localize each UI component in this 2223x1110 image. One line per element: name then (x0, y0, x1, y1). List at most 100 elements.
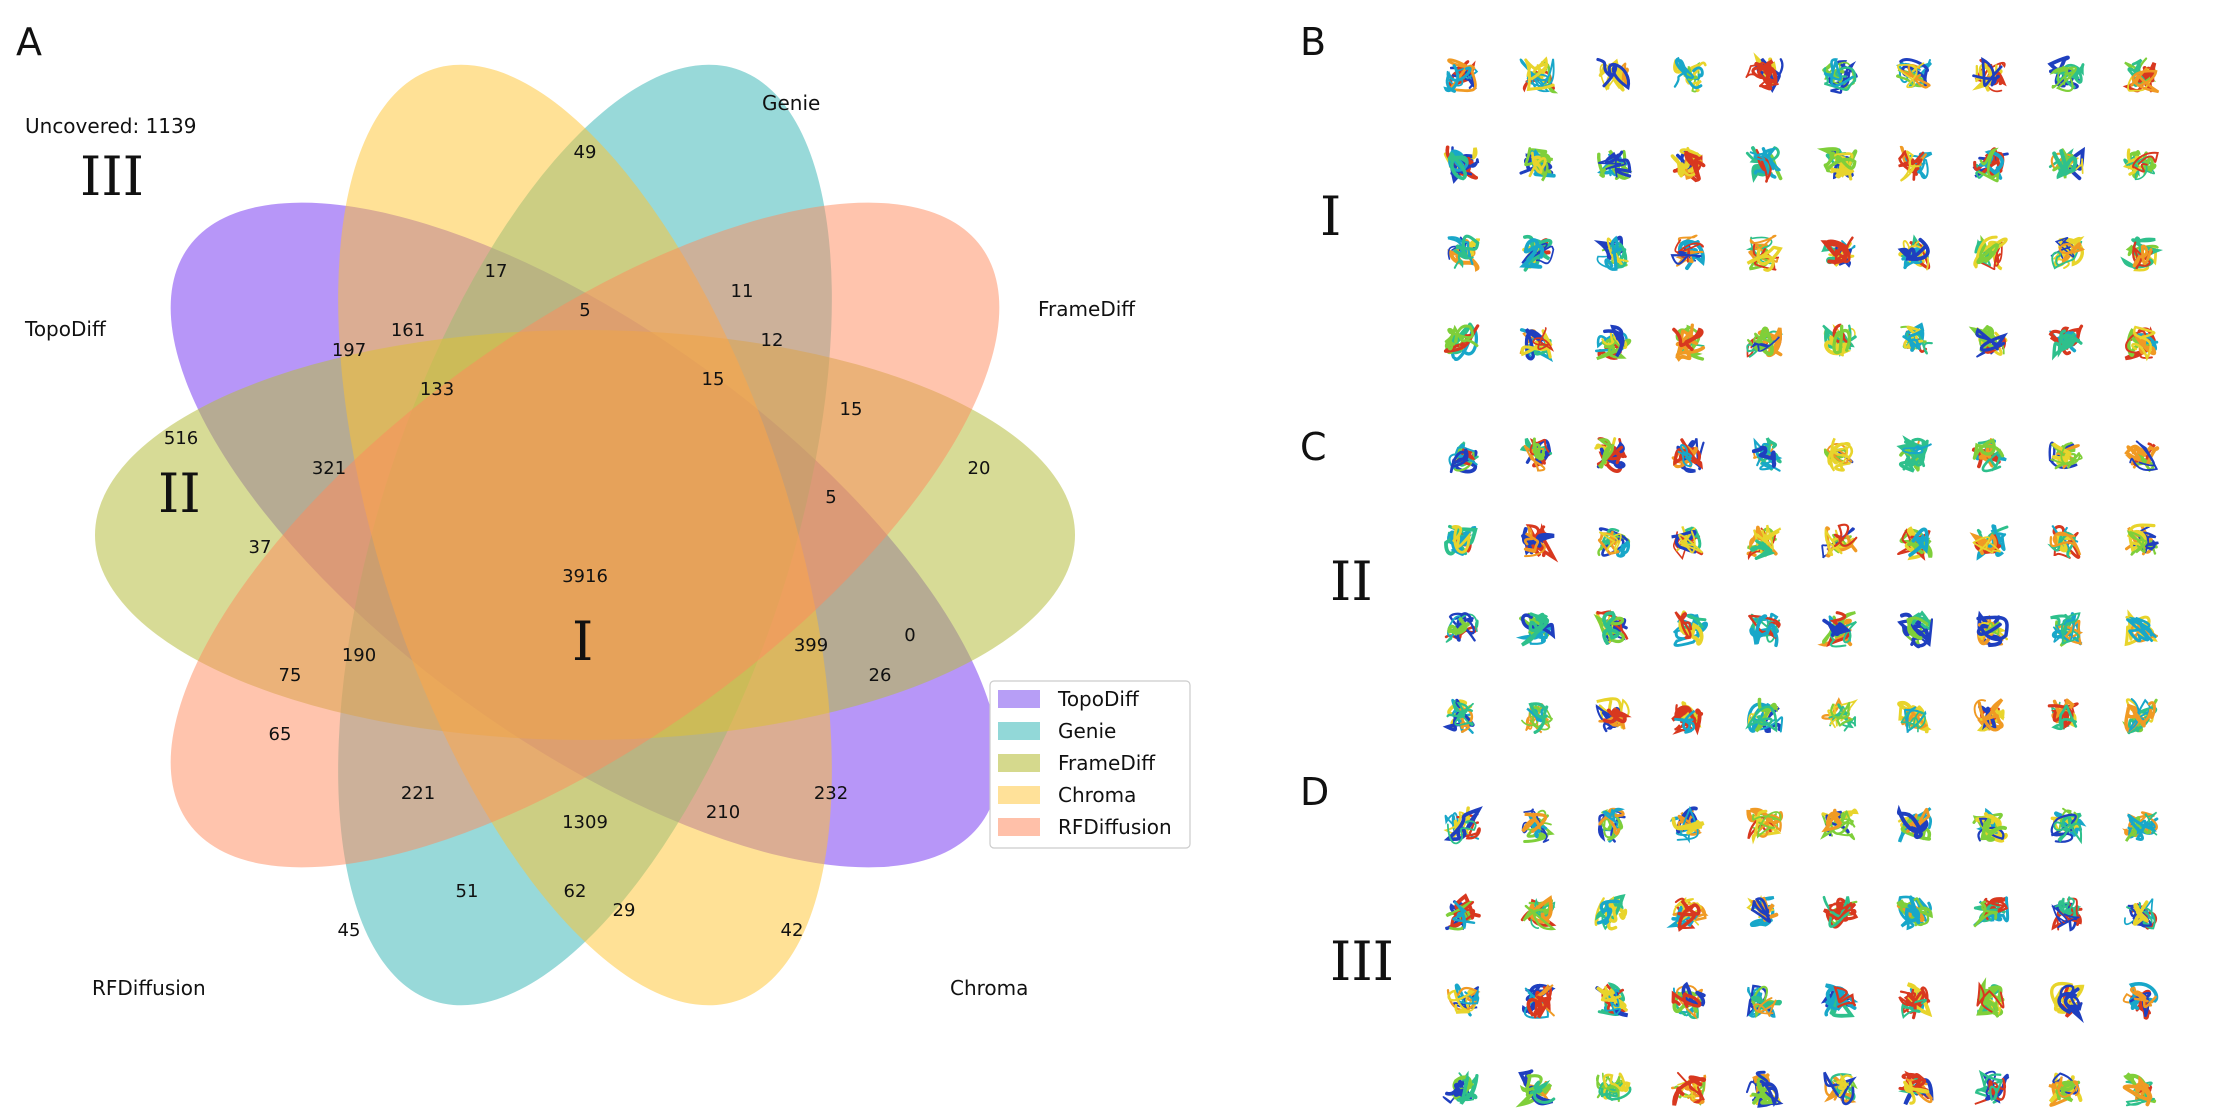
protein-structure-thumbnail (1820, 983, 1859, 1018)
structure-strand (1754, 59, 1778, 85)
structure-strand (1519, 238, 1545, 269)
structure-strand (1830, 701, 1854, 727)
protein-structure-thumbnail (1898, 982, 1933, 1020)
structure-strand (2127, 701, 2156, 727)
structure-strand (1529, 1079, 1556, 1104)
protein-structure-thumbnail (2125, 523, 2159, 557)
structure-strand (1676, 234, 1698, 267)
protein-structure-thumbnail (2048, 441, 2083, 470)
structure-strand (1451, 525, 1471, 554)
structure-strand (1897, 237, 1930, 261)
structure-strand (1745, 61, 1779, 88)
protein-structure-thumbnail (1670, 234, 1705, 271)
structure-strand (1755, 326, 1774, 357)
region-label-ii: II (158, 462, 201, 525)
protein-structure-thumbnail (1746, 808, 1783, 845)
structure-strand (2128, 616, 2157, 642)
structure-strand (1523, 532, 1540, 553)
structure-strand (1447, 617, 1470, 636)
protein-structure-thumbnail (1444, 524, 1478, 556)
structure-strand (1672, 327, 1704, 352)
structure-strand (1897, 62, 1925, 89)
region-count: 37 (249, 537, 272, 558)
protein-structure-thumbnail (1446, 983, 1481, 1017)
protein-structure-thumbnail (1519, 56, 1559, 94)
structure-strand (1976, 243, 1999, 265)
structure-strand (1900, 711, 1926, 733)
structure-strand (1833, 986, 1856, 1008)
structure-strand (2050, 813, 2077, 843)
structure-strand (1675, 250, 1704, 263)
structure-strand (1459, 1075, 1478, 1105)
structure-strand (2127, 814, 2157, 841)
protein-structure-thumbnail (1897, 700, 1932, 734)
structure-strand (1670, 154, 1690, 178)
protein-structure-thumbnail (2122, 148, 2159, 181)
region-count: 5 (579, 300, 590, 321)
protein-structure-thumbnail (1522, 983, 1556, 1019)
protein-structure-thumbnail (1822, 895, 1859, 929)
region-count: 15 (702, 369, 725, 390)
structure-strand (1445, 1080, 1468, 1100)
structure-strand (1897, 804, 1929, 840)
structure-strand (1750, 539, 1776, 560)
structure-strand (1755, 148, 1772, 183)
structure-strand (1751, 445, 1777, 468)
protein-structure-thumbnail (1672, 323, 1706, 362)
structure-strand (1749, 151, 1782, 172)
protein-structure-thumbnail (1521, 808, 1555, 843)
structure-strand (1898, 897, 1930, 927)
protein-structure-thumbnail (1896, 58, 1932, 89)
structure-strand (1673, 59, 1694, 88)
structure-strand (1907, 618, 1934, 647)
structure-strand (1602, 611, 1620, 645)
structure-strand (1444, 324, 1479, 351)
protein-structure-thumbnail (1823, 437, 1854, 472)
legend-label-genie: Genie (1058, 719, 1116, 743)
protein-structure-thumbnail (1745, 697, 1784, 733)
protein-structure-thumbnail (1596, 57, 1631, 92)
structure-strand (2126, 523, 2156, 553)
region-count: 20 (968, 458, 991, 479)
structure-strand (2056, 532, 2072, 555)
region-count: 45 (338, 920, 361, 941)
structure-strand (2127, 903, 2152, 927)
region-count: 62 (564, 881, 587, 902)
structure-strand (1528, 702, 1549, 734)
structure-strand (1823, 1071, 1857, 1106)
protein-structure-thumbnail (1746, 1070, 1784, 1108)
structure-strand (1899, 150, 1920, 182)
protein-structure-thumbnail (1597, 527, 1631, 558)
protein-structure-thumbnail (2048, 1072, 2083, 1107)
structure-strand (2130, 67, 2160, 94)
region-count: 197 (332, 340, 366, 361)
protein-structure-thumbnail (1671, 437, 1705, 473)
protein-structure-thumbnail (2122, 57, 2160, 94)
protein-structure-thumbnail (1820, 808, 1859, 841)
structure-strand (2050, 443, 2083, 470)
structure-strand (1753, 997, 1777, 1018)
protein-structure-thumbnail (1748, 612, 1781, 648)
region-count: 65 (269, 724, 292, 745)
structure-strand (1616, 540, 1631, 558)
region-count: 221 (401, 783, 435, 804)
region-count: 75 (279, 665, 302, 686)
protein-structure-thumbnail (1897, 526, 1933, 561)
structure-strand (1976, 981, 2005, 1013)
protein-structure-thumbnail (1596, 1072, 1632, 1103)
structure-strand (1904, 895, 1921, 925)
structure-strand (1447, 989, 1474, 1014)
protein-structure-thumbnail (1971, 437, 2007, 473)
protein-structure-thumbnail (1520, 895, 1557, 931)
panel-label-c: C (1300, 425, 1327, 469)
structure-strand (1684, 150, 1706, 179)
structure-strand (2130, 986, 2157, 1009)
structure-strand (1898, 249, 1925, 267)
protein-structure-thumbnail (1672, 610, 1709, 647)
structure-strand (2054, 896, 2075, 914)
structure-strand (1521, 612, 1549, 647)
structure-strand (1519, 58, 1555, 92)
structure-strand (1976, 615, 2009, 641)
structure-strand (1823, 58, 1854, 88)
structure-strand (1975, 63, 1998, 86)
